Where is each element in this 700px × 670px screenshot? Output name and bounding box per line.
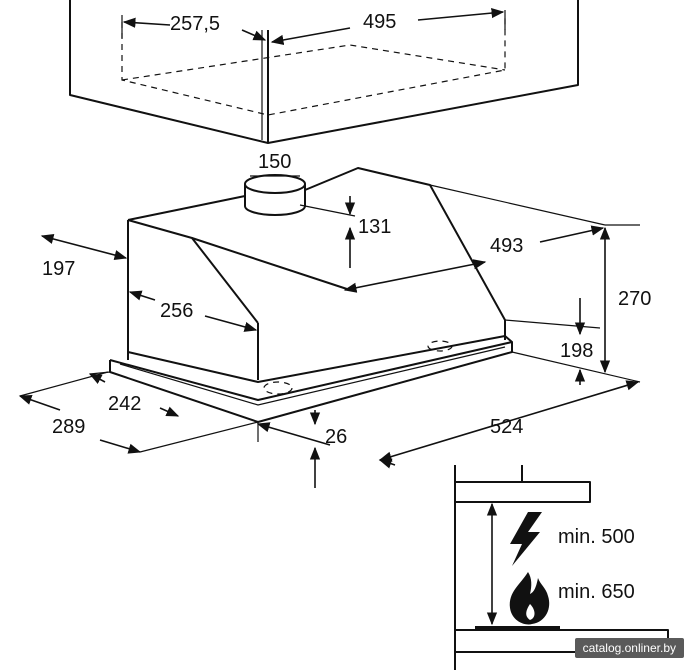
cabinet-offset-label: 257,5 bbox=[170, 13, 220, 35]
body-height-dimension: 198 bbox=[560, 298, 593, 385]
lightning-icon bbox=[510, 512, 542, 566]
panel-thickness-label: 26 bbox=[325, 426, 347, 448]
top-depth-dimension: 197 bbox=[40, 233, 128, 280]
top-width-label: 493 bbox=[490, 235, 523, 257]
panel-depth-label: 242 bbox=[108, 393, 141, 415]
overall-depth-dimension: 289 bbox=[18, 371, 259, 454]
cabinet-width-label: 495 bbox=[363, 11, 396, 33]
clearance-inset bbox=[454, 465, 669, 670]
hood-height-dimension: 270 bbox=[599, 226, 651, 374]
duct-height-dimension: 131 bbox=[299, 196, 391, 268]
panel-thickness-dimension: 26 bbox=[309, 410, 347, 488]
duct-height-label: 131 bbox=[358, 216, 391, 238]
top-depth-label: 197 bbox=[42, 258, 75, 280]
cabinet bbox=[69, 0, 579, 144]
overall-width-label: 524 bbox=[490, 416, 523, 438]
front-slope-label: 256 bbox=[160, 300, 193, 322]
top-width-dimension: 493 bbox=[343, 225, 605, 293]
body-height-label: 198 bbox=[560, 340, 593, 362]
gas-clearance-label: min. 650 bbox=[558, 581, 635, 603]
panel-depth-dimension: 242 bbox=[88, 371, 180, 417]
hood-height-label: 270 bbox=[618, 288, 651, 310]
duct-diameter-label: 150 bbox=[258, 151, 291, 173]
cabinet-offset-dimension: 257,5 bbox=[122, 13, 267, 41]
watermark: catalog.onliner.by bbox=[574, 638, 684, 658]
duct-diameter-dimension: 150 bbox=[250, 151, 300, 177]
flame-icon bbox=[509, 572, 550, 625]
electric-clearance-label: min. 500 bbox=[558, 526, 635, 548]
overall-width-dimension: 524 bbox=[256, 380, 640, 469]
cabinet-width-dimension: 495 bbox=[270, 7, 505, 46]
overall-depth-label: 289 bbox=[52, 416, 85, 438]
front-slope-dimension: 256 bbox=[128, 290, 258, 332]
